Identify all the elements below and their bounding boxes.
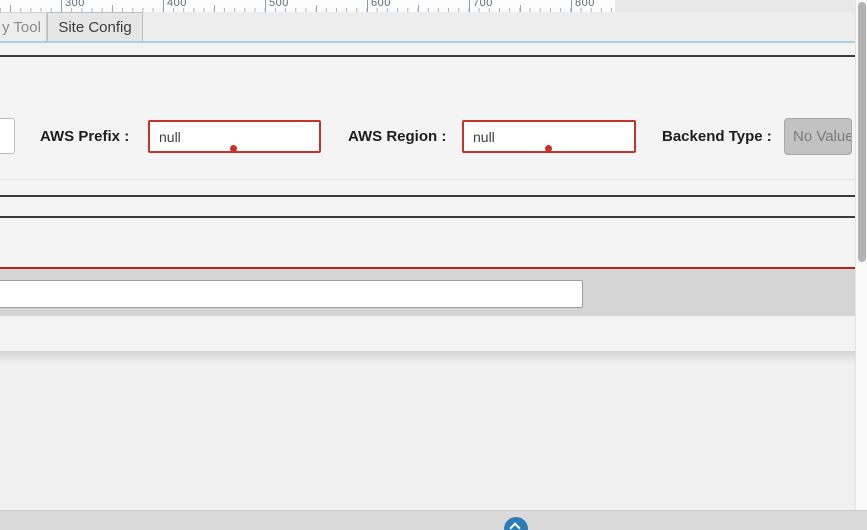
vertical-scrollbar[interactable] (855, 0, 867, 510)
aws-prefix-label: AWS Prefix : (40, 128, 130, 145)
tab-underline (0, 41, 855, 43)
tab-site-config[interactable]: Site Config (47, 12, 143, 41)
ruler-label: 500 (269, 0, 289, 9)
tab-bar: y Tool Site Config (0, 12, 855, 41)
input-band (0, 269, 855, 316)
ruler-label: 700 (473, 0, 493, 9)
ruler-major-ticks (0, 0, 615, 12)
light-band (0, 316, 855, 352)
ruler-label: 300 (65, 0, 85, 9)
footer-toggle-button[interactable] (504, 517, 528, 530)
backend-type-value-box[interactable]: No Value (784, 118, 852, 155)
tab-tool[interactable]: y Tool (0, 12, 47, 41)
lower-panel (0, 352, 855, 510)
section-divider-top (0, 55, 855, 57)
panel-shadow (0, 352, 855, 364)
validation-error-dot (230, 145, 237, 152)
section-divider (0, 216, 855, 218)
panel-edge (0, 351, 855, 352)
scrollbar-thumb[interactable] (858, 2, 866, 262)
horizontal-ruler: 300 400 500 600 700 800 (0, 0, 855, 12)
ruler-scale: 300 400 500 600 700 800 (0, 0, 615, 12)
footer-divider (0, 510, 867, 511)
ruler-label: 800 (575, 0, 595, 9)
validation-error-dot (545, 145, 552, 152)
spacer-band (0, 43, 855, 55)
aws-prefix-input[interactable] (148, 120, 321, 153)
clipped-input-field[interactable] (0, 118, 15, 154)
ruler-label: 600 (371, 0, 391, 9)
section-divider (0, 195, 855, 197)
red-divider (0, 267, 855, 269)
ruler-label: 400 (167, 0, 187, 9)
backend-type-label: Backend Type : (662, 128, 772, 145)
aws-region-label: AWS Region : (348, 128, 447, 145)
chevron-up-icon (509, 522, 521, 530)
faint-divider (0, 179, 855, 180)
wide-text-input[interactable] (0, 280, 583, 308)
footer-bar (0, 511, 867, 530)
